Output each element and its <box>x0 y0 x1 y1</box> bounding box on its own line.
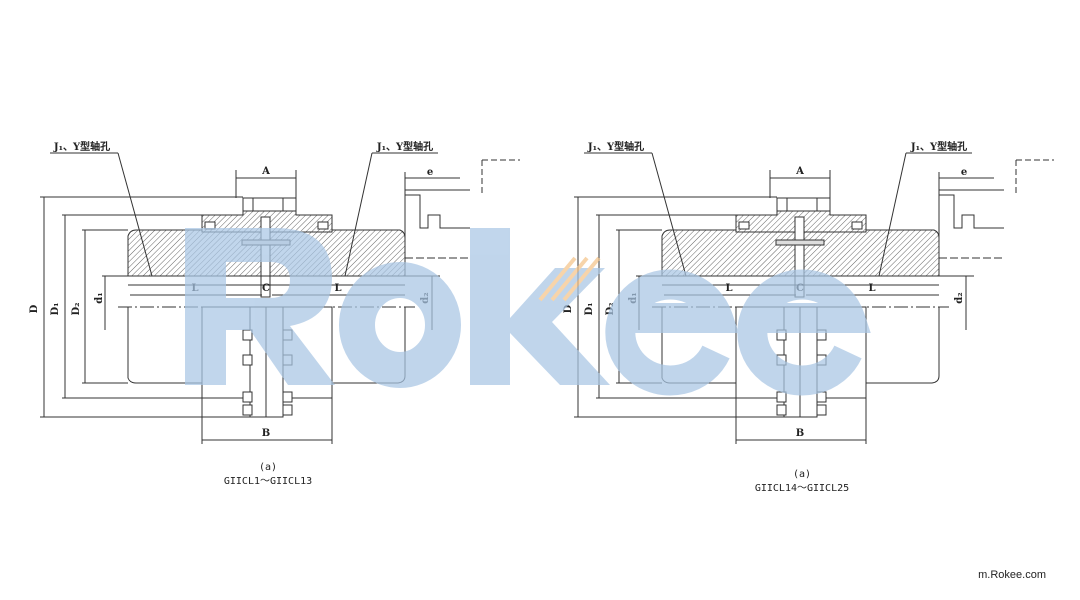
caption-model: GIICL14～GIICL25 <box>755 483 849 494</box>
top-bolt <box>242 197 297 212</box>
label-C: C <box>796 283 804 294</box>
bolt-head <box>282 329 293 341</box>
label-A: A <box>261 166 270 177</box>
bolt-head <box>816 354 827 366</box>
label-L-right: L <box>868 283 875 294</box>
label-D: D <box>29 304 40 313</box>
bolt-head <box>242 391 253 403</box>
bolt-head <box>816 329 827 341</box>
hub-outline-left <box>661 307 736 384</box>
bore-type-label-right: J₁、Y型轴孔 <box>376 140 433 153</box>
label-B: B <box>262 428 270 439</box>
seal-left <box>738 221 750 230</box>
label-L-right: L <box>334 283 341 294</box>
label-d1: d₁ <box>628 292 639 303</box>
label-B: B <box>796 428 804 439</box>
key-pin <box>775 239 825 246</box>
bolt-head <box>282 404 293 416</box>
site-url: m.Rokee.com <box>978 569 1046 581</box>
bolt-head <box>776 354 787 366</box>
hub-outline-left <box>127 307 202 384</box>
caption-model: GIICL1～GIICL13 <box>224 476 312 487</box>
label-D1: D₁ <box>50 302 61 315</box>
coupling-drawing-1: D D₁ D₂ L L Cd₁ d₂ A B J₁、Y型轴孔 J₁、Y型轴孔 e (a) GIICL1～G… <box>29 140 520 487</box>
tooth-profile-detail <box>939 194 1004 229</box>
watermark-stripe <box>550 256 589 302</box>
bolt-head <box>282 354 293 366</box>
drawings-layer: D D₁ D₂ L L Cd₁ d₂ A B J₁、Y型轴孔 J₁、Y型轴孔 e (a) GIICL1～G… <box>29 140 1054 494</box>
watermark-stripe <box>562 256 601 302</box>
label-L-left: L <box>191 283 198 294</box>
seal-right <box>851 221 863 230</box>
leader-right <box>344 152 373 277</box>
bolt-head <box>816 391 827 403</box>
label-L-left: L <box>725 283 732 294</box>
top-bolt <box>776 197 831 212</box>
hub-outline-right <box>332 307 406 384</box>
watermark-stripe <box>538 256 577 302</box>
bore-type-label-right: J₁、Y型轴孔 <box>910 140 967 153</box>
bolt-head <box>242 354 253 366</box>
tooth-profile-detail <box>405 194 470 229</box>
leader-left <box>117 152 153 277</box>
label-A: A <box>795 166 804 177</box>
label-D2: D₂ <box>71 302 82 315</box>
bolt-head <box>282 391 293 403</box>
leader-left <box>651 152 687 277</box>
label-D2: D₂ <box>605 302 616 315</box>
label-d2: d₂ <box>954 292 965 303</box>
coupling-drawing-2: D D₁ D₂ L L Cd₁ d₂ A B J₁、Y型轴孔 J₁、Y型轴孔 e (a) GIICL14～… <box>563 140 1054 494</box>
label-D1: D₁ <box>584 302 595 315</box>
label-e: e <box>427 167 433 178</box>
bolt-head <box>776 404 787 416</box>
key-pin <box>241 239 291 246</box>
bore-type-label-left: J₁、Y型轴孔 <box>53 140 110 153</box>
label-C: C <box>262 283 270 294</box>
bolt-head <box>242 404 253 416</box>
seal-right <box>317 221 329 230</box>
bolt-head <box>816 404 827 416</box>
caption-view: (a) <box>793 469 811 480</box>
label-D: D <box>563 304 574 313</box>
caption-view: (a) <box>259 462 277 473</box>
seal-left <box>204 221 216 230</box>
label-d1: d₁ <box>94 292 105 303</box>
hub-outline-right <box>866 307 940 384</box>
bore-type-label-left: J₁、Y型轴孔 <box>587 140 644 153</box>
bolt-head <box>242 329 253 341</box>
bolt-head <box>776 329 787 341</box>
label-e: e <box>961 167 967 178</box>
leader-right <box>878 152 907 277</box>
label-d2: d₂ <box>420 292 431 303</box>
bolt-head <box>776 391 787 403</box>
